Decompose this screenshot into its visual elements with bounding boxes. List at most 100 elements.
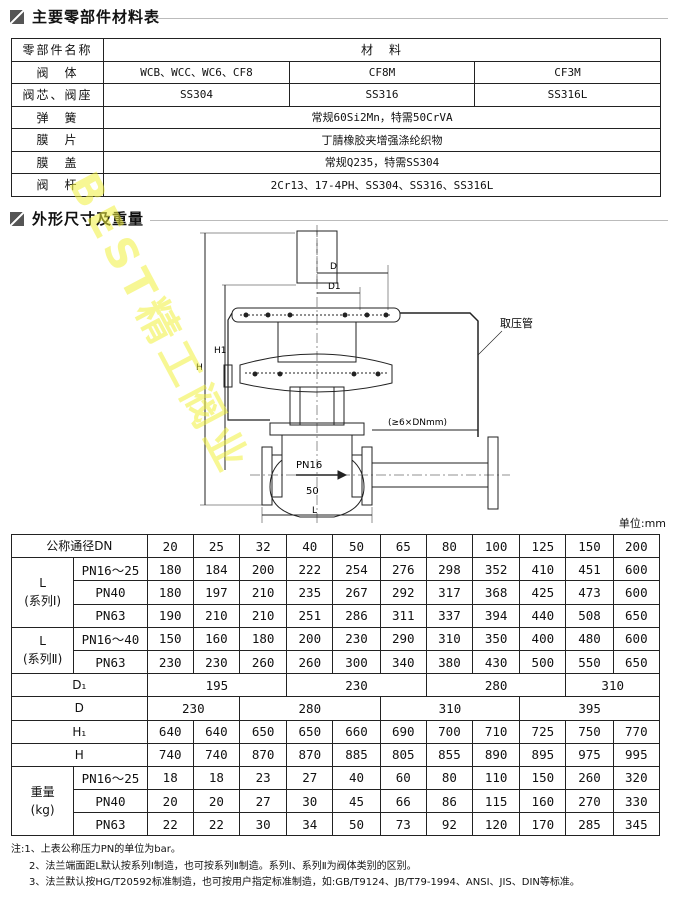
value-cell: 430 bbox=[472, 649, 521, 675]
value-cell: 451 bbox=[565, 557, 614, 582]
note-3: 3、法兰默认按HG/T20592标准制造，也可按用户指定标准制造，如:GB/T9… bbox=[29, 877, 580, 888]
value-cell: 73 bbox=[379, 812, 427, 837]
value-cell: 270 bbox=[565, 789, 614, 814]
label-pipe: 取压管 bbox=[500, 316, 533, 330]
value-cell: 725 bbox=[519, 719, 567, 744]
value-cell: 310 bbox=[425, 626, 474, 651]
value-cell: 230 bbox=[192, 649, 241, 675]
unit-label: 单位:mm bbox=[618, 517, 666, 530]
value-cell: 110 bbox=[472, 765, 521, 791]
value-cell: 160 bbox=[519, 789, 567, 814]
dn-header: 公称通径DN bbox=[11, 533, 148, 559]
value-cell: 280 bbox=[425, 673, 567, 698]
label-distance: (≥6×DNmm) bbox=[388, 418, 447, 428]
d1-label: D₁ bbox=[11, 673, 148, 698]
label-pn: PN16 bbox=[296, 460, 322, 471]
value-cell: 235 bbox=[286, 580, 334, 605]
value-cell: 286 bbox=[332, 603, 381, 628]
value-cell: 480 bbox=[565, 626, 614, 651]
value-cell: 180 bbox=[239, 626, 288, 651]
materials-cell: SS316 bbox=[289, 83, 475, 107]
value-cell: 210 bbox=[239, 603, 288, 628]
dn-cell: 25 bbox=[192, 533, 241, 559]
value-cell: 280 bbox=[239, 696, 381, 721]
value-cell: 650 bbox=[239, 719, 288, 744]
dn-cell: 65 bbox=[379, 533, 427, 559]
label-h1: H1 bbox=[214, 346, 227, 356]
section-title-dimensions: 外形尺寸及重量 bbox=[10, 208, 144, 229]
value-cell: 184 bbox=[192, 557, 241, 582]
right-flange bbox=[361, 446, 373, 506]
value-cell: 770 bbox=[612, 719, 661, 744]
materials-cell: WCB、WCC、WC6、CF8 bbox=[103, 60, 290, 84]
divider bbox=[150, 18, 668, 19]
materials-row-label: 阀 体 bbox=[11, 60, 104, 84]
dn-cell: 20 bbox=[146, 533, 194, 559]
value-cell: 190 bbox=[146, 603, 194, 628]
value-cell: 23 bbox=[239, 765, 288, 791]
value-cell: 210 bbox=[239, 580, 288, 605]
dn-cell: 100 bbox=[472, 533, 521, 559]
dn-cell: 150 bbox=[565, 533, 614, 559]
value-cell: 180 bbox=[146, 557, 194, 582]
materials-row-label: 膜 片 bbox=[11, 128, 104, 152]
value-cell: 660 bbox=[332, 719, 381, 744]
value-cell: 855 bbox=[425, 742, 474, 767]
label-l: L bbox=[312, 506, 317, 516]
value-cell: 640 bbox=[192, 719, 241, 744]
value-cell: 285 bbox=[565, 812, 614, 837]
note-1: 注:1、上表公称压力PN的单位为bar。 bbox=[11, 844, 181, 855]
valve-body bbox=[269, 434, 365, 518]
notes: 注:1、上表公称压力PN的单位为bar。 2、法兰端面距L默认按系列Ⅰ制造，也可… bbox=[11, 842, 580, 892]
dn-cell: 125 bbox=[519, 533, 567, 559]
value-cell: 890 bbox=[472, 742, 521, 767]
pressure-class-cell: PN40 bbox=[73, 789, 148, 814]
value-cell: 975 bbox=[565, 742, 614, 767]
materials-header-material: 材 料 bbox=[102, 38, 662, 62]
value-cell: 337 bbox=[425, 603, 474, 628]
dn-cell: 80 bbox=[425, 533, 474, 559]
value-cell: 600 bbox=[612, 580, 661, 605]
materials-cell: 丁腈橡胶夹增强涤纶织物 bbox=[102, 128, 662, 152]
value-cell: 260 bbox=[239, 649, 288, 675]
value-cell: 350 bbox=[472, 626, 521, 651]
materials-cell: SS316L bbox=[473, 83, 662, 107]
h1-label: H₁ bbox=[11, 719, 148, 744]
value-cell: 18 bbox=[146, 765, 194, 791]
value-cell: 276 bbox=[379, 557, 427, 582]
label-d: D bbox=[330, 262, 337, 272]
value-cell: 740 bbox=[192, 742, 241, 767]
value-cell: 310 bbox=[565, 673, 660, 698]
value-cell: 18 bbox=[192, 765, 241, 791]
value-cell: 508 bbox=[565, 603, 614, 628]
value-cell: 120 bbox=[472, 812, 521, 837]
value-cell: 200 bbox=[239, 557, 288, 582]
value-cell: 260 bbox=[565, 765, 614, 791]
value-cell: 150 bbox=[146, 626, 194, 651]
materials-cell: SS304 bbox=[103, 83, 290, 107]
label-h: H bbox=[196, 363, 203, 373]
value-cell: 600 bbox=[612, 557, 661, 582]
h-label: H bbox=[11, 742, 148, 767]
value-cell: 317 bbox=[425, 580, 474, 605]
value-cell: 290 bbox=[379, 626, 427, 651]
l-series2-label: L (系列Ⅱ) bbox=[10, 626, 75, 675]
pressure-class-cell: PN63 bbox=[73, 649, 148, 675]
value-cell: 300 bbox=[332, 649, 381, 675]
materials-header-part: 零部件名称 bbox=[11, 38, 104, 62]
materials-cell: 常规60Si2Mn，特需50CrVA bbox=[102, 105, 662, 129]
pressure-class-cell: PN40 bbox=[73, 580, 148, 605]
value-cell: 180 bbox=[146, 580, 194, 605]
materials-cell: 常规Q235，特需SS304 bbox=[102, 150, 662, 174]
value-cell: 425 bbox=[519, 580, 567, 605]
value-cell: 45 bbox=[332, 789, 381, 814]
value-cell: 267 bbox=[332, 580, 381, 605]
downstream-flange bbox=[487, 436, 499, 510]
value-cell: 292 bbox=[379, 580, 427, 605]
